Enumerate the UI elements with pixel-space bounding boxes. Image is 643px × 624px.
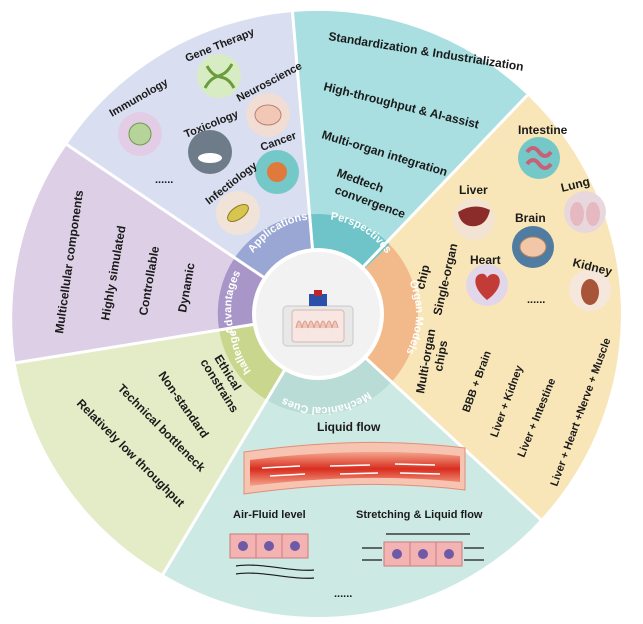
- mechanical-more: ......: [334, 588, 352, 600]
- applications-more: ......: [155, 174, 173, 186]
- lung-label: Lung: [559, 174, 591, 195]
- sector-organ-models: [318, 95, 621, 520]
- air-fluid-cells-illustration: [229, 533, 315, 579]
- toxicology-icon: [188, 130, 232, 174]
- mechanical-cues-section: Liquid flow Air-Fluid level Stretching &…: [229, 420, 484, 600]
- single-organ-label-2: chip: [413, 263, 432, 290]
- center-organ-chip: [252, 248, 384, 380]
- heart-label: Heart: [470, 253, 501, 267]
- liquid-flow-label: Liquid flow: [317, 420, 381, 434]
- liver-label: Liver: [459, 183, 488, 197]
- stretching-label: Stretching & Liquid flow: [356, 509, 483, 521]
- stretching-cells-illustration: [362, 533, 484, 567]
- brain-label: Brain: [515, 211, 546, 225]
- organ-models-more: ......: [527, 294, 545, 306]
- air-fluid-label: Air-Fluid level: [233, 509, 306, 521]
- multi-organ-label-2: chips: [431, 339, 450, 373]
- blood-vessel-illustration: [243, 441, 466, 495]
- intestine-icon: [518, 137, 560, 179]
- intestine-label: Intestine: [518, 123, 568, 137]
